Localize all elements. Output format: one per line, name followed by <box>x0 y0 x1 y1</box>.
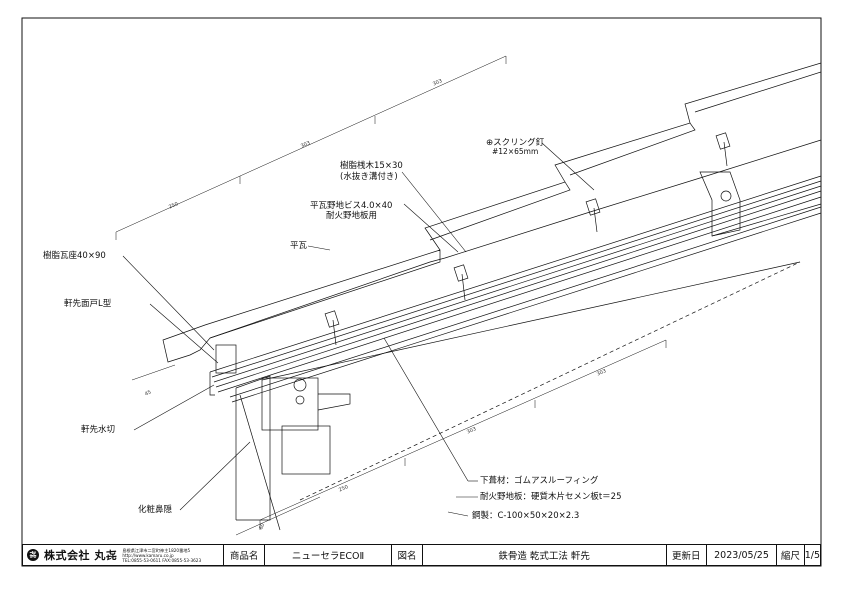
label-tile-seat: 樹脂瓦座40×90 <box>43 251 106 261</box>
drawing-label: 図名 <box>392 545 423 565</box>
label-eaves-face: 軒先面戸L型 <box>64 299 112 309</box>
label-flat-tile: 平瓦 <box>290 241 308 251</box>
label-screw-nail: ⊕スクリング釘 <box>486 138 545 148</box>
leader-lines <box>122 142 595 517</box>
drawing-value: 鉄骨造 乾式工法 軒先 <box>423 545 667 565</box>
label-batten-note: (水抜き溝付き) <box>340 172 398 182</box>
steel-members <box>261 171 822 475</box>
company-name: 株式会社 丸㐂 <box>44 549 118 562</box>
company-address: 島根県江津市二宮町神主1820番地5 <box>122 547 191 553</box>
label-steel: 鋼製：C-100×50×20×2.3 <box>472 511 580 521</box>
company-logo-icon: 㐂 <box>27 549 39 561</box>
dimension-lines <box>115 55 667 536</box>
label-screw: 平瓦野地ビス4.0×40 <box>310 201 393 211</box>
product-label: 商品名 <box>224 545 265 565</box>
roof-layers <box>209 175 822 403</box>
label-sheathing: 耐火野地板：硬質木片セメン板t＝25 <box>480 492 622 502</box>
label-screw-note: 耐火野地板用 <box>326 211 378 221</box>
drawing-frame <box>21 17 822 567</box>
label-eaves-flashing: 軒先水切 <box>81 425 116 435</box>
battens-screws <box>324 132 731 346</box>
company-cell: 㐂 株式会社 丸㐂 島根県江津市二宮町神主1820番地5 http://www.… <box>23 545 225 565</box>
label-underlay: 下葺材：ゴムアスルーフィング <box>480 476 599 486</box>
company-tel: TEL:0855-53-0611 FAX:0855-53-3623 <box>122 557 202 563</box>
scale-label: 縮尺 <box>777 545 805 565</box>
product-value: ニューセラECOⅡ <box>265 545 393 565</box>
eaves-assembly <box>209 344 281 531</box>
rafter-line <box>261 261 801 381</box>
updated-label: 更新日 <box>667 545 707 565</box>
label-screw-nail-size: #12×65mm <box>492 147 539 156</box>
label-batten: 樹脂桟木15×30 <box>340 161 403 171</box>
company-info: 島根県江津市二宮町神主1820番地5 http://www.kamaru.co.… <box>122 548 201 563</box>
scale-value: 1/5 <box>804 549 820 561</box>
company-url: http://www.kamaru.co.jp <box>122 552 174 558</box>
label-decor-gable: 化粧鼻隠 <box>138 505 173 515</box>
title-block: 㐂 株式会社 丸㐂 島根県江津市二宮町神主1820番地5 http://www.… <box>22 544 821 566</box>
updated-value: 2023/05/25 <box>707 545 778 565</box>
rafter-centerline <box>299 261 801 501</box>
